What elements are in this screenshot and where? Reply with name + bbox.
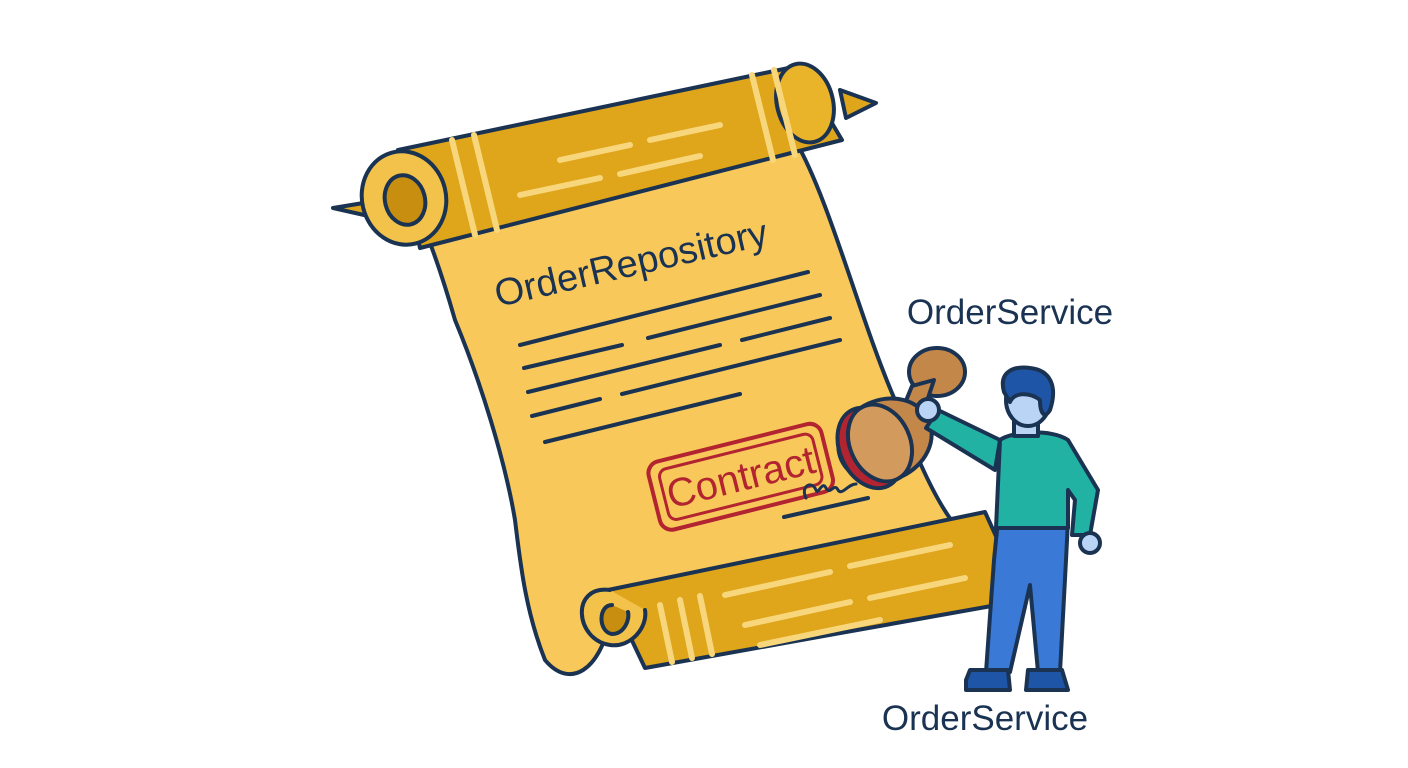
person-hair xyxy=(1000,365,1056,417)
person-pants xyxy=(984,518,1070,674)
scroll-bottom-roll xyxy=(579,510,1027,670)
order-service-label-bottom: OrderService xyxy=(882,699,1088,738)
signature-icon xyxy=(782,482,870,519)
scroll-top-roll xyxy=(331,61,878,250)
order-service-label-top: OrderService xyxy=(907,293,1113,332)
person-shirt xyxy=(994,430,1100,537)
rubber-stamp-icon xyxy=(835,346,967,491)
scroll-body-lines xyxy=(518,270,842,444)
person-icon xyxy=(915,365,1102,692)
